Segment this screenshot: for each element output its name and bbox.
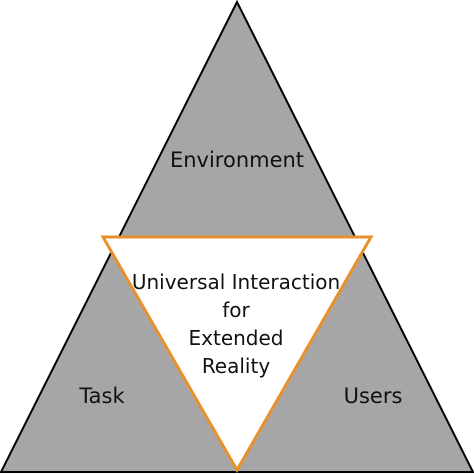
center-title-line-4: Reality <box>202 354 271 378</box>
task-label: Task <box>78 384 125 408</box>
center-title-line-2: for <box>222 298 250 322</box>
center-title-line-3: Extended <box>189 326 284 350</box>
users-label: Users <box>344 384 403 408</box>
environment-label: Environment <box>170 148 304 172</box>
center-triangle <box>100 235 374 474</box>
center-title-line-1: Universal Interaction <box>132 270 340 294</box>
